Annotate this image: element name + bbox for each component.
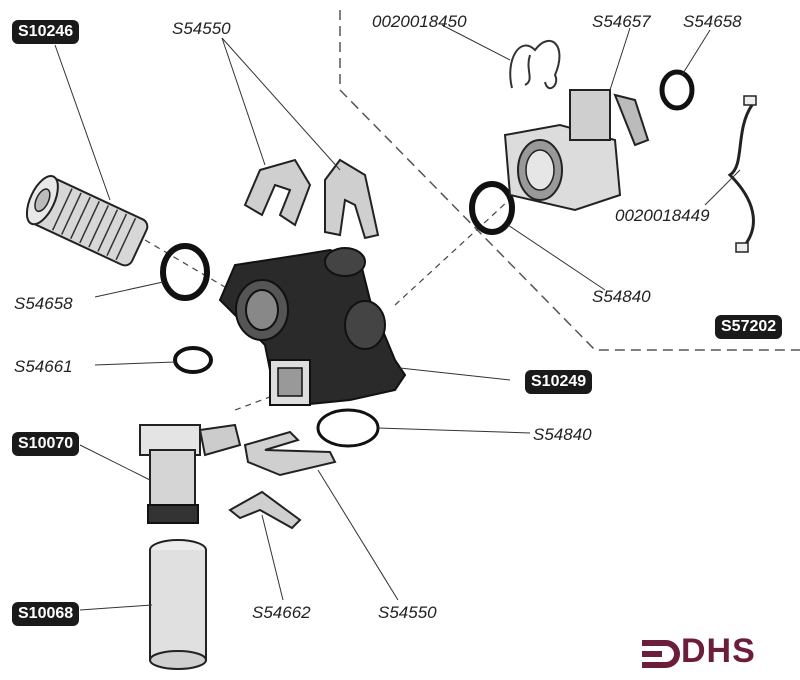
sensor-cable (727, 104, 755, 246)
label-s54550-top: S54550 (172, 19, 231, 38)
kit-boundary (339, 10, 800, 351)
label-0020018449: 0020018449 (615, 206, 710, 225)
dhs-logo: DHS (640, 628, 790, 674)
wire-clip (509, 39, 561, 90)
label-s10246: S10246 (12, 20, 80, 44)
clip-top-left (243, 158, 312, 227)
label-s54661: S54661 (14, 357, 73, 376)
logo-text: DHS (681, 632, 756, 670)
label-s57202: S57202 (715, 315, 783, 339)
label-0020018450: 0020018450 (372, 12, 467, 31)
leader-lines (54, 24, 741, 611)
clip-bottom-s54662 (228, 490, 302, 530)
clip-top-right (324, 158, 380, 240)
label-s54662: S54662 (252, 603, 311, 622)
dhs-logo-mark-icon (642, 640, 680, 668)
valve-assembly-top (503, 89, 650, 212)
label-s54658-left: S54658 (14, 294, 73, 313)
label-s54657: S54657 (592, 12, 651, 31)
o-ring-s54840-mid (316, 408, 380, 448)
filter-cartridge (25, 175, 149, 267)
label-s10070: S10070 (12, 432, 80, 456)
alignment-lines (144, 189, 521, 411)
o-ring-s54658-top (659, 69, 695, 111)
label-s54840-mid: S54840 (533, 425, 592, 444)
label-s54658-top: S54658 (683, 12, 742, 31)
o-ring-s54658-left (160, 243, 210, 301)
cable-connector-bottom (735, 242, 749, 253)
clip-bottom-s54550 (243, 430, 337, 477)
fitting-s10070 (139, 423, 242, 524)
label-s54550-bottom: S54550 (378, 603, 437, 622)
valve-body (218, 247, 407, 407)
o-ring-s54840-right (469, 181, 515, 235)
o-ring-s54661 (173, 346, 213, 374)
label-s10249: S10249 (525, 370, 593, 394)
filter-housing (149, 539, 207, 670)
label-s54840-right: S54840 (592, 287, 651, 306)
cable-connector-top (743, 95, 757, 106)
label-s10068: S10068 (12, 602, 80, 626)
